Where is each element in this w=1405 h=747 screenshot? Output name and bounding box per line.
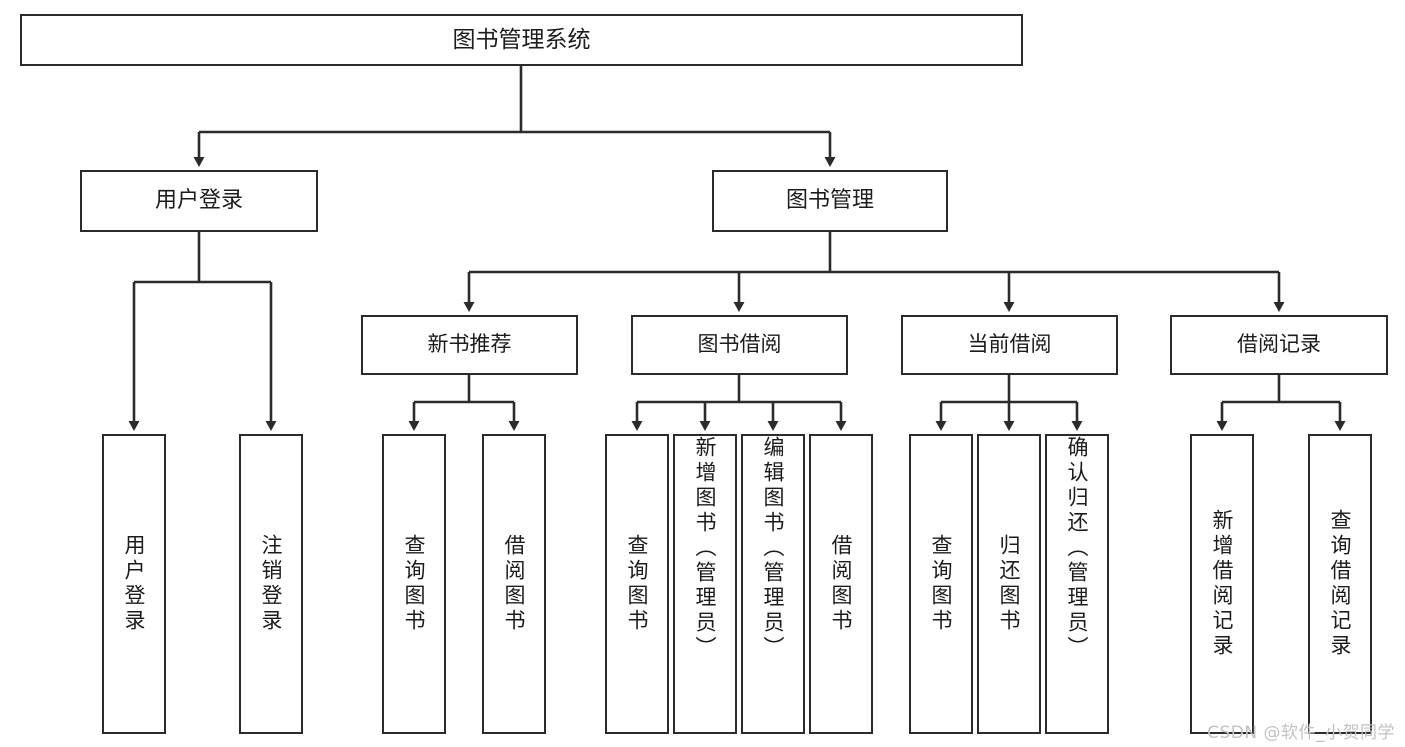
node-label: 借阅图书 <box>829 534 854 634</box>
node-label: 借阅记录 <box>1237 332 1321 357</box>
node-label: 确认归还（管理员） <box>1065 436 1090 661</box>
leaf-user-login[interactable]: 用户登录 <box>102 434 166 734</box>
node-label: 查询借阅记录 <box>1328 509 1353 659</box>
node-label: 注销登录 <box>259 534 284 634</box>
node-label: 归还图书 <box>997 534 1022 634</box>
node-book-management[interactable]: 图书管理 <box>712 170 948 232</box>
node-borrow-record[interactable]: 借阅记录 <box>1170 315 1388 375</box>
leaf-add-borrow-record[interactable]: 新增借阅记录 <box>1190 434 1254 734</box>
leaf-return-book[interactable]: 归还图书 <box>977 434 1041 734</box>
node-label: 新增图书（管理员） <box>693 436 718 661</box>
watermark: CSDN @软件_小贺同学 <box>1207 723 1395 743</box>
node-label: 用户登录 <box>122 534 147 634</box>
leaf-query-borrow-record[interactable]: 查询借阅记录 <box>1308 434 1372 734</box>
node-label: 图书管理系统 <box>452 26 591 53</box>
node-label: 图书借阅 <box>697 332 782 357</box>
leaf-logout-login[interactable]: 注销登录 <box>239 434 303 734</box>
node-current-borrow[interactable]: 当前借阅 <box>901 315 1118 375</box>
node-label: 编辑图书（管理员） <box>761 436 786 661</box>
node-label: 查询图书 <box>929 534 954 634</box>
leaf-edit-book-admin[interactable]: 编辑图书（管理员） <box>741 434 805 734</box>
leaf-query-book-borrow[interactable]: 查询图书 <box>605 434 669 734</box>
node-label: 图书管理 <box>785 187 874 213</box>
node-label: 新增借阅记录 <box>1210 509 1235 659</box>
node-label: 借阅图书 <box>502 534 527 634</box>
node-new-book-recommend[interactable]: 新书推荐 <box>361 315 578 375</box>
node-label: 当前借阅 <box>967 332 1052 357</box>
node-user-login[interactable]: 用户登录 <box>80 170 318 232</box>
node-label: 用户登录 <box>154 187 243 213</box>
leaf-query-book-recommend[interactable]: 查询图书 <box>382 434 446 734</box>
node-label: 新书推荐 <box>427 332 512 357</box>
node-book-borrow[interactable]: 图书借阅 <box>631 315 848 375</box>
leaf-query-book-current[interactable]: 查询图书 <box>909 434 973 734</box>
node-label: 查询图书 <box>625 534 650 634</box>
leaf-borrow-book[interactable]: 借阅图书 <box>809 434 873 734</box>
leaf-confirm-return-admin[interactable]: 确认归还（管理员） <box>1045 434 1109 734</box>
leaf-borrow-book-recommend[interactable]: 借阅图书 <box>482 434 546 734</box>
node-label: 查询图书 <box>402 534 427 634</box>
node-root-book-management-system[interactable]: 图书管理系统 <box>20 14 1023 66</box>
leaf-add-book-admin[interactable]: 新增图书（管理员） <box>673 434 737 734</box>
